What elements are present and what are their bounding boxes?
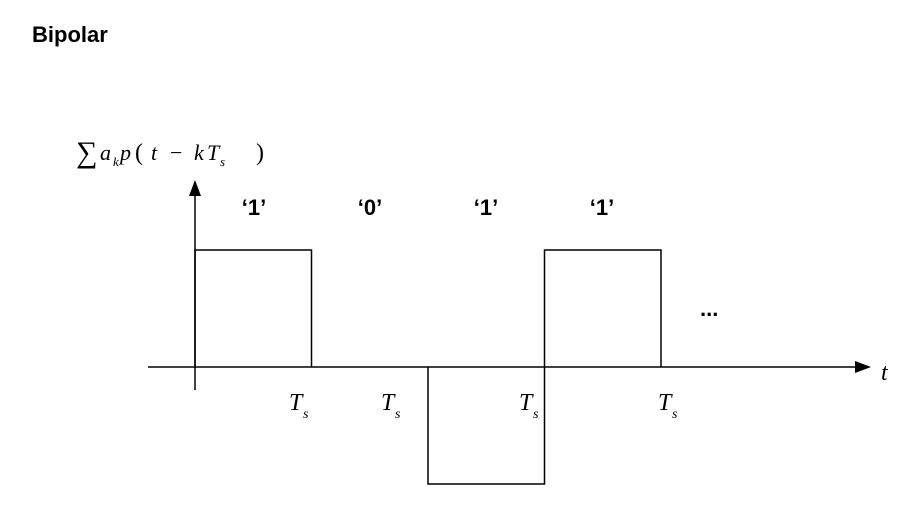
label-t: t <box>151 140 158 165</box>
y-axis-arrow <box>189 180 201 196</box>
diagram-title: Bipolar <box>32 22 108 47</box>
tick-label-3-T: T <box>519 390 534 416</box>
label-a: a <box>100 140 111 165</box>
tick-label-1: T s <box>289 390 309 422</box>
tick-label-4-sub: s <box>672 407 678 422</box>
label-p: p <box>118 140 131 165</box>
bit-label-2: ‘0’ <box>358 195 382 220</box>
tick-label-3: T s <box>519 390 539 422</box>
label-minus: − <box>170 140 182 165</box>
bit-label-4: ‘1’ <box>590 195 614 220</box>
tick-label-1-sub: s <box>303 407 309 422</box>
label-k: k <box>194 140 205 165</box>
label-k-sub: k <box>113 154 119 169</box>
bit-label-3: ‘1’ <box>474 195 498 220</box>
x-axis-arrow <box>855 361 871 373</box>
bit-label-1: ‘1’ <box>242 195 266 220</box>
tick-label-3-sub: s <box>533 407 539 422</box>
signal-waveform <box>194 249 662 485</box>
sum-symbol: ∑ <box>76 136 97 169</box>
label-T: T <box>207 140 221 165</box>
tick-label-2: T s <box>381 390 401 422</box>
tick-label-2-T: T <box>381 390 396 416</box>
label-open-paren: ( <box>135 140 143 166</box>
label-close-paren: ) <box>256 140 264 166</box>
tick-label-1-T: T <box>289 390 304 416</box>
tick-label-2-sub: s <box>395 407 401 422</box>
x-axis-label: t <box>881 360 889 386</box>
tick-label-4: T s <box>658 390 678 422</box>
tick-label-4-T: T <box>658 390 673 416</box>
continuation-ellipsis: ... <box>700 296 718 321</box>
y-axis-label: ∑ a k p ( t − k T s ) <box>76 136 264 169</box>
label-s-sub: s <box>220 154 225 169</box>
